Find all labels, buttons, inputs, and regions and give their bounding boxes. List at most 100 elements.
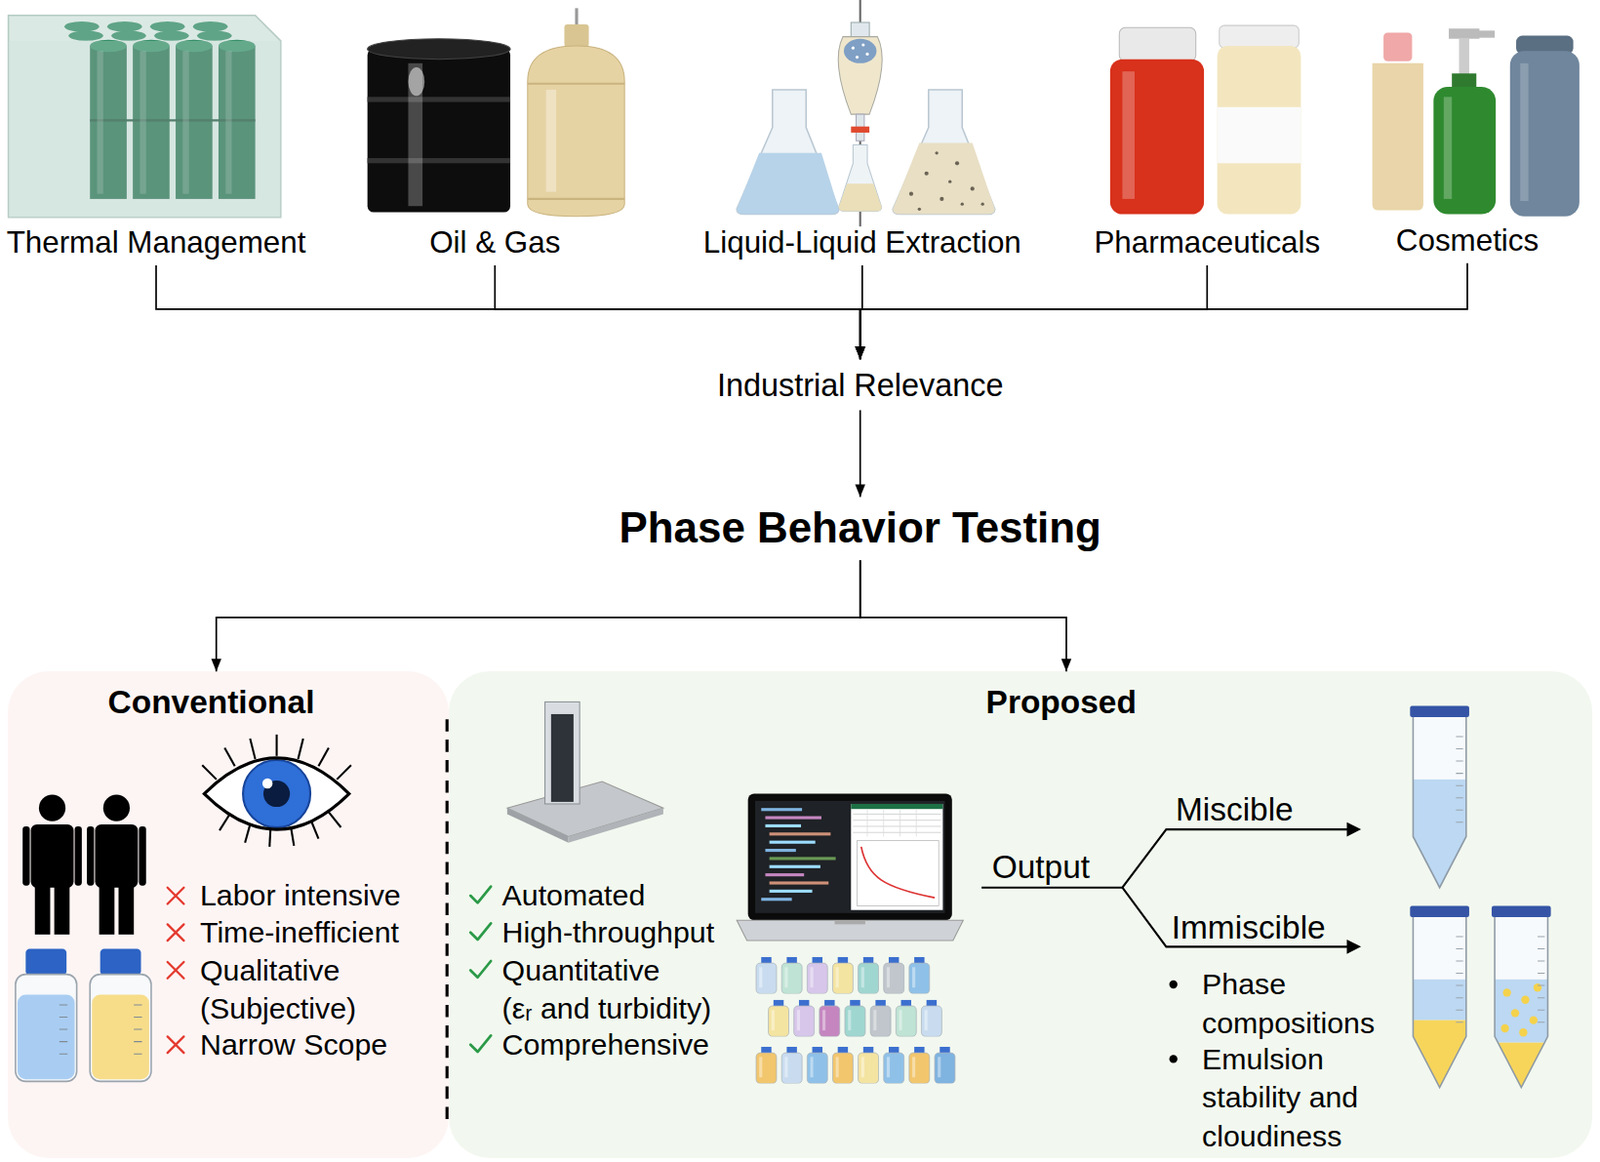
battery-pack (64, 21, 100, 32)
extraction-glassware (892, 142, 996, 214)
eye-icon (244, 824, 250, 843)
separated-tube (1412, 916, 1466, 1088)
vial-array (819, 1000, 840, 1038)
battery-pack (154, 30, 190, 40)
vial-array (883, 1046, 905, 1084)
dashed-divider (445, 719, 449, 1122)
laptop (764, 824, 801, 828)
separated-tube (1412, 979, 1466, 1092)
gas-cylinder (574, 7, 578, 27)
sample-bottles (91, 995, 150, 1080)
oil-barrel (367, 39, 511, 213)
vial-array (909, 1046, 930, 1084)
vial-array (909, 957, 930, 995)
cross-marks (167, 887, 185, 905)
cosmetic-bottles (1520, 63, 1528, 201)
vial-array (895, 1000, 917, 1038)
check-marks (470, 886, 491, 1052)
miscible-tube (1412, 716, 1466, 888)
oil-barrel (407, 67, 425, 96)
cross-marks (167, 923, 185, 941)
text-label: Thermal Management (0, 223, 320, 264)
cross-marks (167, 1036, 185, 1053)
eye-icon (242, 760, 311, 828)
battery-pack (197, 30, 233, 40)
pharma-bottles (1119, 27, 1196, 62)
cross-marks (167, 961, 185, 979)
battery-pack (139, 50, 146, 194)
person-icons (119, 883, 135, 935)
vial-array (781, 957, 802, 995)
eye-icon (318, 747, 328, 766)
cosmetic-bottles (1443, 96, 1452, 200)
eye-icon (269, 828, 271, 847)
check-marks (470, 960, 491, 978)
eye-icon (201, 734, 352, 847)
oil-barrel (367, 158, 511, 163)
list-item: Labor intensive (200, 876, 445, 915)
list-item: High-throughput (502, 913, 758, 952)
cosmetic-bottles (1433, 86, 1496, 215)
extraction-glassware (851, 42, 870, 59)
cuvette-holder (551, 714, 574, 802)
output-arrowheads (1346, 822, 1361, 955)
extraction-glassware (838, 37, 882, 115)
eye-icon (249, 738, 255, 760)
eye-icon (276, 734, 279, 757)
emulsion-tube (1511, 1008, 1520, 1017)
extraction-glassware (934, 151, 938, 155)
emulsion-tube (1520, 996, 1529, 1004)
vial-array (756, 957, 777, 995)
vial-array (832, 957, 853, 995)
separated-tube (1455, 936, 1463, 1023)
eye-icon (298, 738, 304, 760)
person-icons (138, 826, 146, 886)
laptop (769, 880, 830, 884)
gas-cylinder (527, 82, 625, 85)
battery-pack (218, 45, 256, 200)
wrap-spacer (373, 951, 445, 990)
extraction-glassware (855, 55, 859, 59)
battery-pack (89, 40, 127, 53)
miscible-tube (1412, 716, 1466, 888)
extraction-glassware (924, 171, 929, 176)
extraction-glassware (955, 160, 960, 165)
laptop (755, 800, 945, 914)
vial-array (794, 1000, 815, 1038)
sample-bottles (15, 974, 78, 1082)
person-icons (103, 795, 130, 822)
vial-array (934, 1046, 956, 1084)
eye-icon (219, 813, 230, 831)
extraction-glassware (839, 144, 882, 211)
emulsion-tube (1494, 916, 1548, 1088)
laptop (760, 807, 802, 811)
industry-label: Oil & Gas (331, 224, 659, 266)
laptop (764, 873, 804, 877)
miscible-tube (1455, 736, 1463, 823)
list-item: Quantitative (εᵣ and turbidity) (502, 951, 758, 1029)
battery-pack (175, 45, 213, 200)
battery-pack (8, 15, 281, 218)
extraction-glassware (980, 201, 984, 205)
eye-icon (336, 764, 352, 780)
laptop (736, 794, 963, 942)
vial-array (832, 1046, 853, 1084)
cuvette-holder (507, 807, 569, 843)
flow-arrow (859, 409, 862, 497)
sample-bottles (89, 974, 152, 1082)
panel-heading: Conventional (58, 680, 365, 724)
laptop (769, 832, 832, 836)
extraction-glassware (851, 46, 855, 50)
extraction-glassware (736, 153, 840, 215)
laptop (850, 803, 943, 911)
flow-arrow (860, 265, 1208, 360)
branch-label: Miscible (1175, 788, 1360, 832)
bullet-dots (1169, 980, 1178, 1064)
oil-barrel (367, 48, 511, 212)
list-item: Automated (502, 876, 758, 915)
gas-cylinder (527, 7, 625, 216)
eye-icon (328, 811, 342, 828)
cosmetic-bottles (1451, 73, 1477, 88)
